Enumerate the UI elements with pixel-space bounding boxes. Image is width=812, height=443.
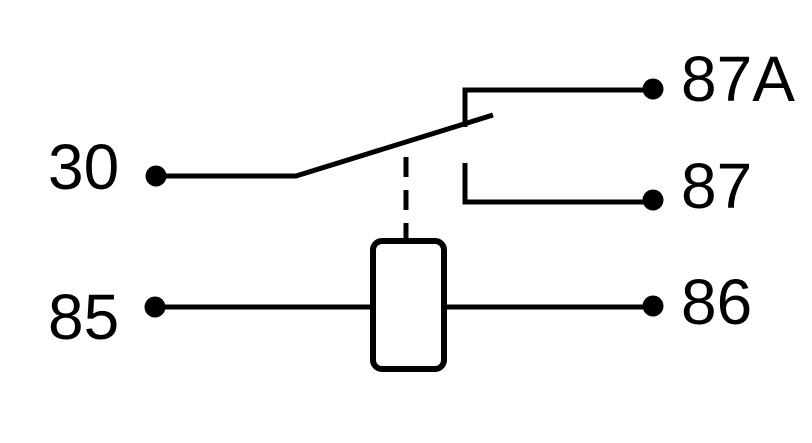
terminal-86-label: 86 <box>681 266 753 338</box>
terminal-87-label: 87 <box>681 150 753 222</box>
terminal-86-dot <box>642 295 664 317</box>
terminal-30-label: 30 <box>48 131 120 203</box>
terminal-85-dot <box>144 296 166 318</box>
relay-coil <box>370 238 447 372</box>
terminal-87-lead <box>462 163 653 205</box>
terminal-87-dot <box>642 189 664 211</box>
terminal-87a-dot <box>642 78 664 100</box>
terminal-87a-lead <box>462 87 653 127</box>
terminal-85-label: 85 <box>48 281 120 353</box>
terminal-87a-label: 87A <box>681 43 795 115</box>
terminal-30-dot <box>145 165 167 187</box>
switch-arm <box>157 112 494 179</box>
